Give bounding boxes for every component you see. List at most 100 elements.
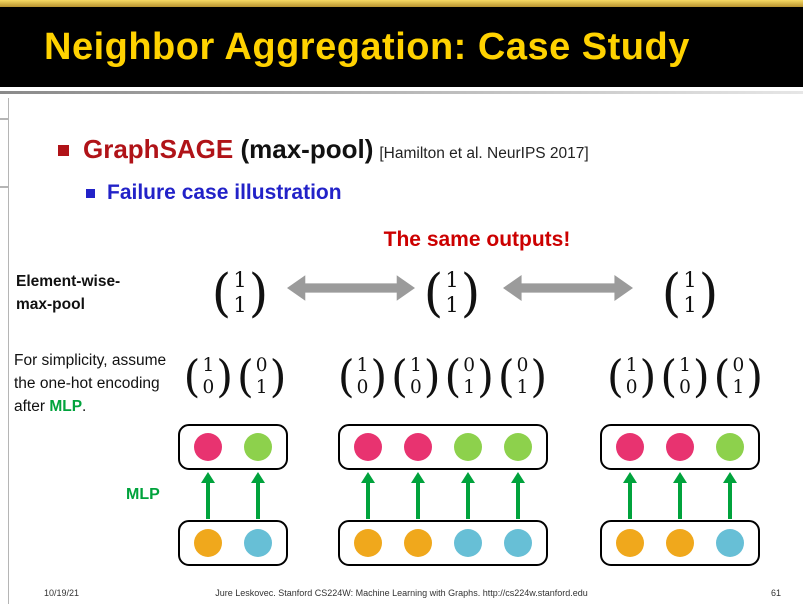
citation: [Hamilton et al. NeurIPS 2017] [379, 145, 589, 162]
vector-entry: 1 [409, 354, 422, 376]
node-circle [194, 433, 222, 461]
footer-credit: Jure Leskovec. Stanford CS224W: Machine … [215, 588, 588, 598]
vector-entry: 1 [233, 293, 247, 317]
vector-entry: 0 [679, 377, 691, 398]
simplicity-note: For simplicity, assume the one-hot encod… [14, 350, 168, 418]
vector-entry: 1 [445, 268, 459, 293]
vector-entry: 1 [683, 268, 697, 293]
sub-bullet-square-icon [86, 189, 95, 198]
output-node-box [338, 424, 548, 470]
vector-entry: 1 [445, 293, 459, 317]
node-circle [404, 433, 432, 461]
paren-left: ( [211, 263, 232, 323]
output-node-box [600, 424, 760, 470]
node-circle [666, 433, 694, 461]
up-arrow-icon [628, 482, 632, 519]
paren-right: ) [460, 263, 481, 323]
bullet-graphsage: GraphSAGE (max-pool) [Hamilton et al. Neu… [58, 134, 589, 165]
vector-entry: 1 [679, 354, 691, 376]
input-vector-group-2: ( 1 0 ) ( 1 0 ) ( 0 1 ) ( 0 1 ) [337, 351, 548, 403]
up-arrow-icon [466, 482, 470, 519]
output-vector-2: ( 1 1 ) [412, 258, 492, 328]
node-circle [354, 529, 382, 557]
up-arrow-icon [516, 482, 520, 519]
vector-entry: 0 [255, 354, 268, 376]
vector-entry: 0 [625, 377, 638, 398]
failure-case-label: Failure case illustration [107, 181, 342, 204]
node-circle [716, 529, 744, 557]
graphsage-label: GraphSAGE [83, 134, 234, 164]
diagram-2 [338, 424, 548, 566]
up-arrow-icon [206, 482, 210, 519]
node-circle [404, 529, 432, 557]
vector-entry: 0 [732, 354, 745, 376]
vector-entry: 1 [356, 354, 369, 376]
gold-top-strip [0, 0, 803, 7]
vector-entry: 1 [516, 377, 529, 398]
left-ruler-tick [0, 118, 8, 120]
mlp-arrows [180, 470, 286, 520]
footer-page-number: 61 [770, 588, 781, 598]
elementwise-maxpool-label: Element-wise- max-pool [16, 270, 120, 317]
left-edge-line [8, 98, 9, 604]
node-circle [454, 529, 482, 557]
node-circle [616, 529, 644, 557]
node-circle [454, 433, 482, 461]
vector-entry: 1 [233, 268, 247, 293]
paren-right: ) [698, 263, 719, 323]
vector-entry: 0 [516, 354, 529, 376]
mlp-arrows [340, 470, 546, 520]
double-arrow-icon [287, 272, 415, 304]
footer-date: 10/19/21 [44, 588, 80, 598]
up-arrow-icon [678, 482, 682, 519]
up-arrow-icon [728, 482, 732, 519]
input-node-box [338, 520, 548, 566]
vector-entry: 0 [202, 377, 215, 398]
output-vector-3: ( 1 1 ) [650, 258, 730, 328]
node-circle [354, 433, 382, 461]
vector-entry: 0 [463, 354, 476, 376]
up-arrow-icon [416, 482, 420, 519]
vector-entry: 1 [202, 354, 215, 376]
vector-entry: 1 [255, 377, 268, 398]
node-circle [616, 433, 644, 461]
up-arrow-icon [256, 482, 260, 519]
mlp-arrows [602, 470, 758, 520]
vector-entry: 1 [463, 377, 476, 398]
simplicity-period: . [82, 397, 87, 415]
maxpool-suffix: (max-pool) [233, 134, 374, 164]
mlp-label: MLP [126, 486, 160, 503]
header-divider [0, 91, 803, 94]
vector-entry: 0 [409, 377, 422, 398]
bullet-square-icon [58, 145, 69, 156]
footer: 10/19/21 Jure Leskovec. Stanford CS224W:… [0, 588, 803, 602]
input-node-box [178, 520, 288, 566]
node-circle [244, 433, 272, 461]
node-circle [716, 433, 744, 461]
output-node-box [178, 424, 288, 470]
bullet-failure-case: Failure case illustration [86, 180, 342, 205]
header-bar: Neighbor Aggregation: Case Study [0, 7, 803, 87]
vector-entry: 1 [683, 293, 697, 317]
bullet-graphsage-text: GraphSAGE (max-pool) [Hamilton et al. Neu… [83, 134, 589, 165]
node-circle [504, 529, 532, 557]
diagram-3 [600, 424, 760, 566]
maxpool-label-line2: max-pool [16, 296, 85, 314]
diagram-1 [178, 424, 288, 566]
node-circle [666, 529, 694, 557]
same-outputs-label: The same outputs! [383, 228, 571, 251]
vector-entry: 1 [625, 354, 638, 376]
node-circle [194, 529, 222, 557]
left-ruler-tick [0, 186, 8, 188]
input-vector-group-3: ( 1 0 ) ( 1 0 ) ( 0 1 ) [606, 351, 764, 403]
mlp-word: MLP [49, 397, 83, 415]
node-circle [244, 529, 272, 557]
simplicity-text: For simplicity, assume the one-hot encod… [14, 352, 167, 415]
vector-entry: 0 [356, 377, 369, 398]
maxpool-label-line1: Element-wise- [16, 273, 121, 290]
input-vector-group-1: ( 1 0 ) ( 0 1 ) [183, 351, 287, 403]
paren-right: ) [248, 263, 269, 323]
double-arrow-icon [503, 272, 633, 304]
up-arrow-icon [366, 482, 370, 519]
